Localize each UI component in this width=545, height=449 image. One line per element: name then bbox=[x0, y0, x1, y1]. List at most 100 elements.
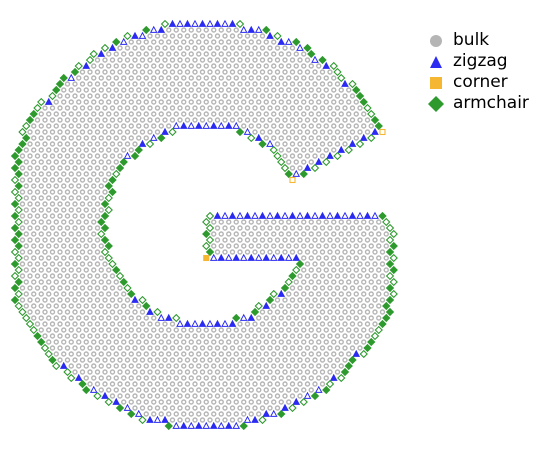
bulk-point bbox=[267, 225, 273, 231]
bulk-point bbox=[211, 327, 217, 333]
bulk-point bbox=[278, 375, 284, 381]
bulk-point bbox=[154, 393, 161, 399]
bulk-point bbox=[19, 273, 26, 279]
zigzag-point bbox=[236, 211, 244, 219]
bulk-point bbox=[181, 387, 187, 393]
bulk-point bbox=[297, 141, 303, 147]
bulk-point bbox=[289, 57, 296, 63]
bulk-point bbox=[87, 225, 93, 231]
bulk-point bbox=[226, 399, 232, 405]
bulk-point bbox=[323, 291, 329, 297]
bulk-point bbox=[346, 315, 352, 321]
bulk-point bbox=[353, 135, 359, 141]
bulk-point bbox=[117, 297, 123, 303]
bulk-point bbox=[218, 327, 224, 333]
armchair-point bbox=[100, 223, 110, 233]
bulk-point bbox=[49, 201, 56, 207]
bulk-point bbox=[177, 393, 183, 399]
bulk-point bbox=[331, 267, 337, 273]
bulk-point bbox=[312, 237, 318, 243]
bulk-point bbox=[289, 333, 296, 339]
bulk-point bbox=[72, 321, 78, 327]
bulk-point bbox=[128, 327, 134, 333]
bulk-point bbox=[259, 237, 266, 243]
bulk-point bbox=[23, 279, 29, 285]
bulk-point bbox=[102, 285, 108, 291]
bulk-point bbox=[169, 405, 176, 411]
bulk-point bbox=[308, 111, 314, 117]
bulk-point bbox=[72, 213, 78, 219]
zigzag-point bbox=[209, 121, 218, 129]
bulk-point bbox=[49, 129, 56, 135]
bulk-point bbox=[353, 267, 359, 273]
bulk-point bbox=[139, 333, 146, 339]
bulk-point bbox=[181, 99, 187, 105]
zigzag-point bbox=[322, 61, 331, 69]
bulk-point bbox=[64, 297, 71, 303]
bulk-point bbox=[98, 339, 104, 345]
bulk-point bbox=[136, 303, 142, 309]
armchair-point bbox=[352, 85, 361, 95]
bulk-point bbox=[57, 201, 63, 207]
bulk-point bbox=[214, 237, 221, 243]
bulk-point bbox=[274, 129, 281, 135]
bulk-point bbox=[72, 117, 78, 123]
bulk-point bbox=[53, 195, 59, 201]
bulk-point bbox=[316, 99, 322, 105]
bulk-point bbox=[289, 309, 296, 315]
bulk-point bbox=[252, 357, 258, 363]
armchair-point bbox=[14, 217, 23, 227]
bulk-point bbox=[241, 351, 247, 357]
armchair-point bbox=[262, 25, 271, 35]
bulk-point bbox=[237, 81, 243, 87]
bulk-point bbox=[109, 369, 116, 375]
armchair-point bbox=[100, 43, 110, 53]
bulk-point bbox=[38, 219, 44, 225]
bulk-point bbox=[34, 201, 41, 207]
bulk-point bbox=[316, 351, 322, 357]
bulk-point bbox=[379, 237, 386, 243]
bulk-point bbox=[237, 393, 243, 399]
bulk-point bbox=[199, 333, 206, 339]
zigzag-point bbox=[254, 133, 263, 141]
bulk-point bbox=[188, 39, 194, 45]
bulk-point bbox=[31, 303, 37, 309]
bulk-point bbox=[293, 219, 299, 225]
bulk-point bbox=[304, 381, 311, 387]
bulk-point bbox=[334, 309, 341, 315]
bulk-point bbox=[349, 117, 356, 123]
bulk-point bbox=[83, 183, 89, 189]
zigzag-point bbox=[224, 253, 233, 261]
bulk-point bbox=[237, 69, 243, 75]
bulk-point bbox=[91, 147, 97, 153]
bulk-point bbox=[293, 135, 299, 141]
bulk-point bbox=[293, 75, 299, 81]
bulk-point bbox=[222, 105, 228, 111]
bulk-point bbox=[267, 117, 273, 123]
bulk-point bbox=[38, 207, 44, 213]
bulk-point bbox=[31, 279, 37, 285]
bulk-point bbox=[304, 273, 311, 279]
bulk-point bbox=[229, 381, 236, 387]
bulk-point bbox=[106, 375, 112, 381]
bulk-point bbox=[196, 75, 202, 81]
bulk-point bbox=[338, 291, 344, 297]
bulk-point bbox=[91, 219, 97, 225]
bulk-point bbox=[192, 345, 198, 351]
bulk-point bbox=[94, 93, 101, 99]
bulk-point bbox=[184, 405, 191, 411]
bulk-point bbox=[301, 99, 307, 105]
bulk-point bbox=[364, 333, 371, 339]
armchair-point bbox=[250, 307, 260, 317]
bulk-point bbox=[237, 45, 243, 51]
bulk-point bbox=[64, 261, 71, 267]
zigzag-point bbox=[359, 133, 368, 141]
zigzag-point bbox=[262, 253, 271, 261]
bulk-point bbox=[293, 243, 299, 249]
bulk-point bbox=[147, 321, 153, 327]
bulk-point bbox=[226, 27, 232, 33]
bulk-point bbox=[38, 291, 44, 297]
bulk-point bbox=[349, 249, 356, 255]
bulk-point bbox=[91, 63, 97, 69]
bulk-point bbox=[286, 351, 292, 357]
